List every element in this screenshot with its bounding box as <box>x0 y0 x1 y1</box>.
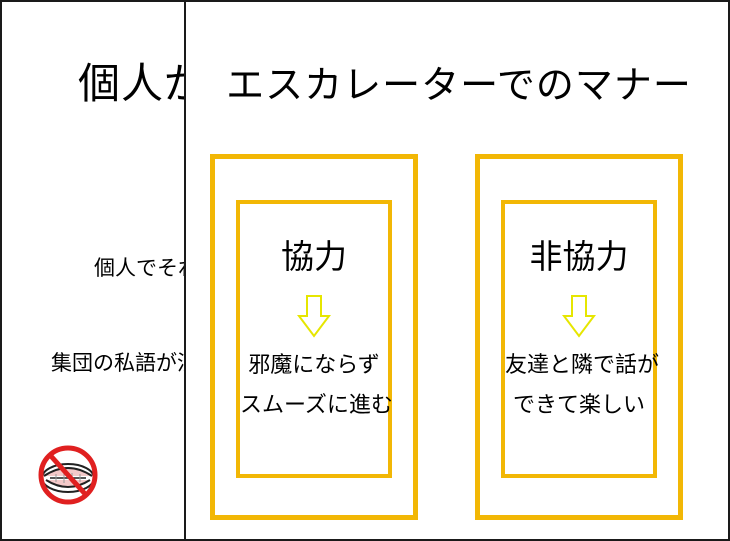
no-talking-icon <box>38 445 98 505</box>
down-arrow-icon <box>297 295 331 338</box>
cooperation-description: 邪魔にならず スムーズに進む <box>240 346 393 426</box>
background-slide-line-1: 個人でそれ <box>94 256 199 280</box>
slide-title: エスカレーターでのマナー <box>226 63 692 107</box>
cooperation-description-line-2: スムーズに進む <box>240 393 393 418</box>
non-cooperation-description-line-2: できて楽しい <box>512 393 645 418</box>
cooperation-heading: 協力 <box>281 237 347 276</box>
escalator-manners-slide: エスカレーターでのマナー 協力 邪魔にならず スムーズに進む 非協力 <box>184 2 728 539</box>
cooperation-inner-box: 協力 邪魔にならず スムーズに進む <box>236 200 393 478</box>
cooperation-description-line-1: 邪魔にならず <box>248 353 380 378</box>
non-cooperation-inner-box: 非協力 友達と隣で話が できて楽しい <box>501 200 660 478</box>
non-cooperation-description-line-1: 友達と隣で話が <box>505 353 660 378</box>
non-cooperation-outer-box: 非協力 友達と隣で話が できて楽しい <box>475 154 683 520</box>
cooperation-outer-box: 協力 邪魔にならず スムーズに進む <box>210 154 418 520</box>
down-arrow-icon <box>562 295 596 338</box>
background-slide-line-2: 集団の私語が混 <box>51 351 198 375</box>
non-cooperation-description: 友達と隣で話が できて楽しい <box>505 346 660 426</box>
non-cooperation-heading: 非協力 <box>529 237 629 276</box>
